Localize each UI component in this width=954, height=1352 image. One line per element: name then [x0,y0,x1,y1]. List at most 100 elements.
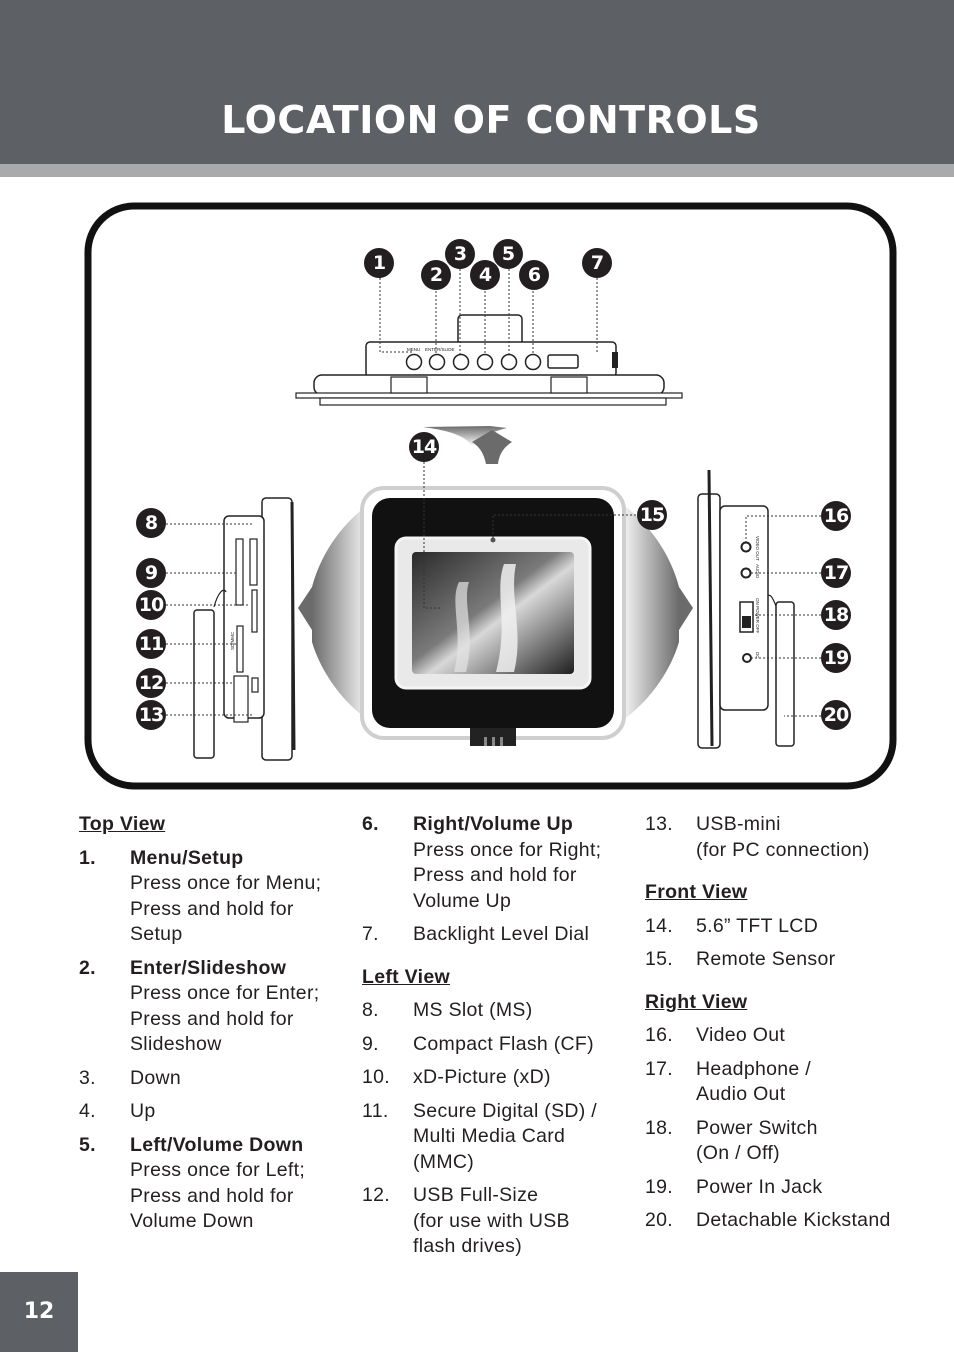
item-line: Setup [130,923,183,945]
item-number: 16. [645,1024,674,1046]
callout-16: 16 [821,501,851,531]
item-line: (MMC) [413,1150,475,1173]
item-line: (for PC connection) [696,838,870,861]
callout-6: 6 [519,260,549,290]
item-number: 14. [645,914,674,937]
item-number: 15. [645,948,674,970]
item-line: Compact Flash (CF) [413,1032,594,1055]
left-glow [312,502,372,722]
left-slot-text: SD/MMC [230,631,235,650]
callout-20: 20 [821,700,851,730]
header-bar [0,0,954,164]
leader-lines [166,269,821,717]
callout-1: 1 [364,248,394,278]
item-number: 10. [362,1066,391,1088]
item-number: 7. [362,923,379,945]
right-dc-text: DC [755,652,760,659]
item-line: Down [130,1066,182,1089]
right-power-text: ON POWER OFF [755,598,760,633]
item-line: USB-mini [696,813,781,835]
list-item: 10. xD-Picture (xD) [362,1065,632,1091]
item-label: Enter/Slideshow [130,956,287,979]
list-item: 15. Remote Sensor [645,947,945,973]
item-number: 20. [645,1209,674,1231]
top-enter-text: ENTER/SLIDE [425,347,455,352]
item-line: Backlight Level Dial [413,923,590,945]
list-item: 4. Up [79,1099,349,1125]
list-item: 16. Video Out [645,1023,945,1049]
left-arrow [298,587,312,630]
list-item: 17. Headphone /Audio Out [645,1057,945,1108]
right-video-text: VIDEO OUT [755,536,760,561]
item-line: (for use with USB [413,1209,570,1232]
item-number: 12. [362,1184,391,1206]
list-item: 3. Down [79,1066,349,1092]
item-line: Volume Up [413,889,512,912]
item-number: 3. [79,1066,96,1089]
item-line: Press and hold for [130,1184,294,1207]
top-arrow [423,426,507,446]
callout-8: 8 [136,508,166,538]
right-view-device [697,469,795,749]
list-item: 8. MS Slot (MS) [362,998,632,1024]
item-line: MS Slot (MS) [413,999,533,1021]
item-line: Detachable Kickstand [696,1209,891,1231]
item-line: Press and hold for [413,864,577,886]
item-number: 8. [362,999,379,1021]
list-item: 11. Secure Digital (SD) /Multi Media Car… [362,1099,632,1176]
item-number: 1. [79,846,96,869]
item-line: Press once for Menu; [130,872,322,894]
item-line: Remote Sensor [696,948,836,970]
item-line: Press once for Enter; [130,982,320,1004]
list-item: 7. Backlight Level Dial [362,922,632,948]
callout-13: 13 [136,700,166,730]
item-number: 2. [79,956,96,979]
item-line: Press once for Right; [413,838,602,861]
item-number: 17. [645,1057,674,1080]
item-line: 5.6” TFT LCD [696,914,819,937]
callout-9: 9 [136,558,166,588]
callout-3: 3 [445,239,475,269]
heading-right-view: Right View [645,990,748,1013]
header-stripe [0,164,954,177]
item-line: Power In Jack [696,1175,823,1198]
heading-top-view: Top View [79,813,166,835]
item-line: flash drives) [413,1235,523,1257]
callout-11: 11 [136,629,166,659]
device-diagram: MENU ENTER/SLIDE SD/MMC [84,202,897,790]
item-line: Power Switch [696,1116,818,1139]
item-number: 18. [645,1116,674,1139]
item-line: Volume Down [130,1210,254,1232]
list-item: 9. Compact Flash (CF) [362,1032,632,1058]
page-number: 12 [0,1272,78,1352]
callout-12: 12 [136,668,166,698]
item-line: Video Out [696,1024,786,1046]
right-audio-text: AUDIO [755,564,760,579]
device-illustration: MENU ENTER/SLIDE SD/MMC [84,202,897,790]
right-arrow [679,587,693,630]
callout-18: 18 [821,600,851,630]
item-number: 6. [362,813,379,835]
item-line: Press and hold for [130,1007,294,1030]
callout-7: 7 [582,248,612,278]
item-number: 5. [79,1133,96,1156]
item-line: Press and hold for [130,897,294,920]
callout-2: 2 [421,260,451,290]
top-arrowhead [472,430,512,464]
item-label: Left/Volume Down [130,1133,304,1156]
callout-19: 19 [821,643,851,673]
list-item: 13. USB-mini(for PC connection) [645,812,945,863]
item-number: 4. [79,1100,96,1122]
list-item: 14. 5.6” TFT LCD [645,914,945,940]
callout-17: 17 [821,558,851,588]
item-line: Secure Digital (SD) / [413,1099,598,1122]
front-view-device [360,486,626,746]
heading-left-view: Left View [362,965,450,988]
item-line: (On / Off) [696,1142,780,1164]
heading-front-view: Front View [645,881,748,903]
